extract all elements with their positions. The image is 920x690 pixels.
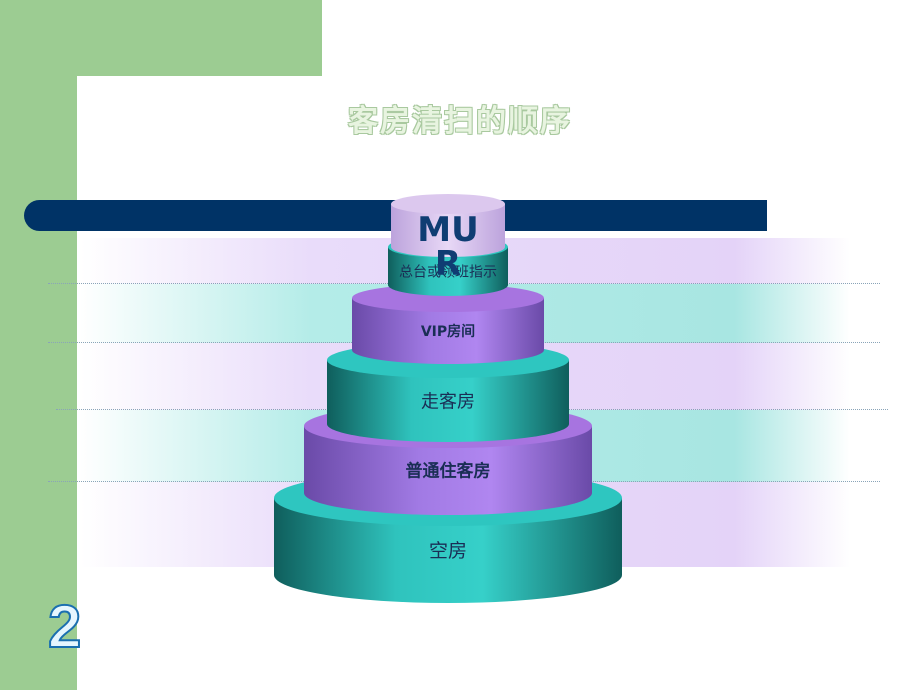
tier-label: 空房 xyxy=(429,540,467,562)
tier-label: R xyxy=(435,244,461,284)
tier-label: 总台或领班指示 xyxy=(399,264,497,280)
page-number: 2 xyxy=(47,593,82,660)
pyramid-tier: MUR xyxy=(391,194,505,284)
pyramid-tier: VIP房间 xyxy=(352,284,544,364)
tier-top xyxy=(391,194,505,214)
tier-body xyxy=(388,247,508,296)
tier-label: VIP房间 xyxy=(421,323,475,340)
tier-body xyxy=(352,298,544,364)
green-side-bar xyxy=(0,0,77,690)
slide-title: 客房清扫的顺序 xyxy=(348,104,572,139)
tier-body xyxy=(327,360,569,442)
tier-label: 走客房 xyxy=(421,391,475,412)
tier-label: MU xyxy=(417,210,478,250)
tier-body xyxy=(274,498,622,603)
tier-body xyxy=(304,426,592,515)
tier-body xyxy=(391,204,505,257)
tier-label: 普通住客房 xyxy=(406,460,491,481)
